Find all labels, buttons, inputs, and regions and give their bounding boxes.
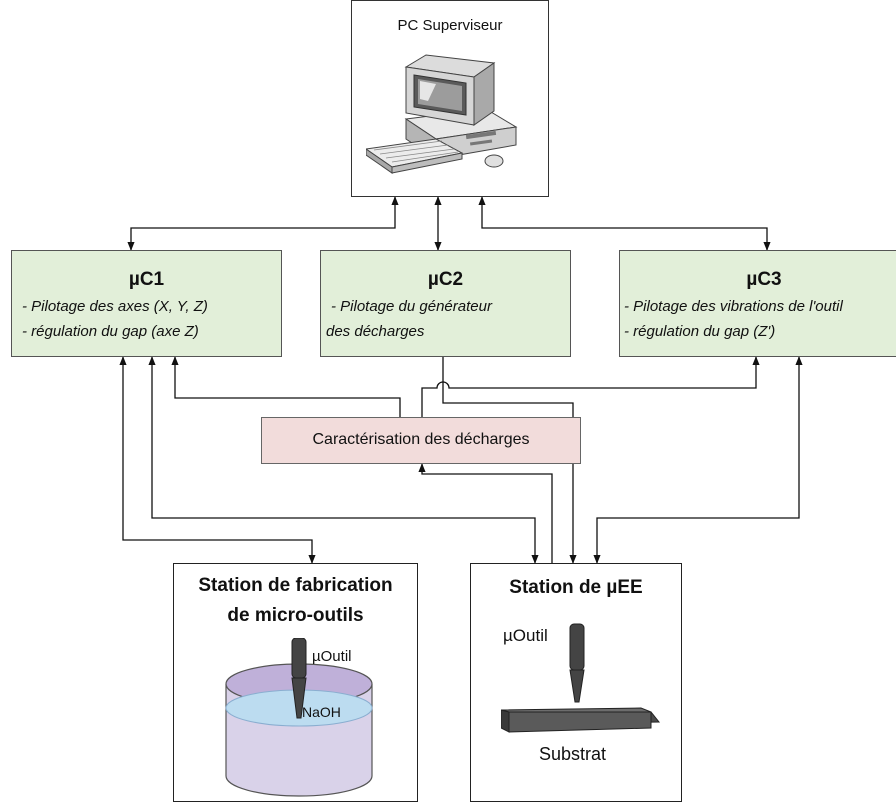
computer-icon (366, 54, 518, 174)
uc1-box: µC1 - Pilotage des axes (X, Y, Z) - régu… (11, 250, 282, 357)
uc3-line2: - régulation du gap (Z') (624, 323, 776, 340)
beaker-icon (225, 638, 373, 797)
link-uc1-uee (148, 356, 539, 564)
uc3-box: µC3 - Pilotage des vibrations de l'outil… (619, 250, 896, 357)
pc-title: PC Superviseur (397, 17, 503, 34)
station-fabrication-title-line2: de micro-outils (227, 605, 364, 626)
link-uee-carac (418, 463, 553, 563)
uc3-line1: - Pilotage des vibrations de l'outil (624, 298, 843, 315)
uc1-title: µC1 (128, 269, 165, 290)
station-uee-title: Station de µEE (509, 577, 643, 598)
link-uee-uc3 (593, 356, 803, 564)
caracterisation-label: Caractérisation des décharges (312, 431, 530, 448)
uc1-line1: - Pilotage des axes (X, Y, Z) (22, 298, 208, 315)
link-pc-uc3 (478, 196, 771, 251)
link-pc-uc1 (127, 196, 399, 251)
uee-tool-label: µOutil (503, 626, 548, 645)
link-carac-uc1 (171, 356, 401, 417)
link-carac-uc3 (421, 356, 760, 417)
station-fabrication-box: Station de fabrication de micro-outils µ… (173, 563, 418, 802)
uc2-box: µC2 - Pilotage du générateur des décharg… (320, 250, 571, 357)
station-uee-box: Station de µEE µOutil Substrat (470, 563, 682, 802)
pc-superviseur-box: PC Superviseur (351, 0, 549, 197)
substrate-tool-icon (501, 623, 661, 733)
station-fabrication-title-line1: Station de fabrication (198, 575, 393, 596)
uc2-line2: des décharges (326, 323, 425, 340)
substrat-label: Substrat (539, 744, 607, 764)
uc3-title: µC3 (746, 269, 782, 290)
uc2-line1: - Pilotage du générateur (331, 298, 492, 315)
fab-tool-label: µOutil (312, 648, 352, 665)
naoh-label: NaOH (302, 704, 341, 720)
uc2-title: µC2 (427, 269, 464, 290)
caracterisation-box: Caractérisation des décharges (261, 417, 581, 464)
uc1-line2: - régulation du gap (axe Z) (22, 323, 199, 340)
